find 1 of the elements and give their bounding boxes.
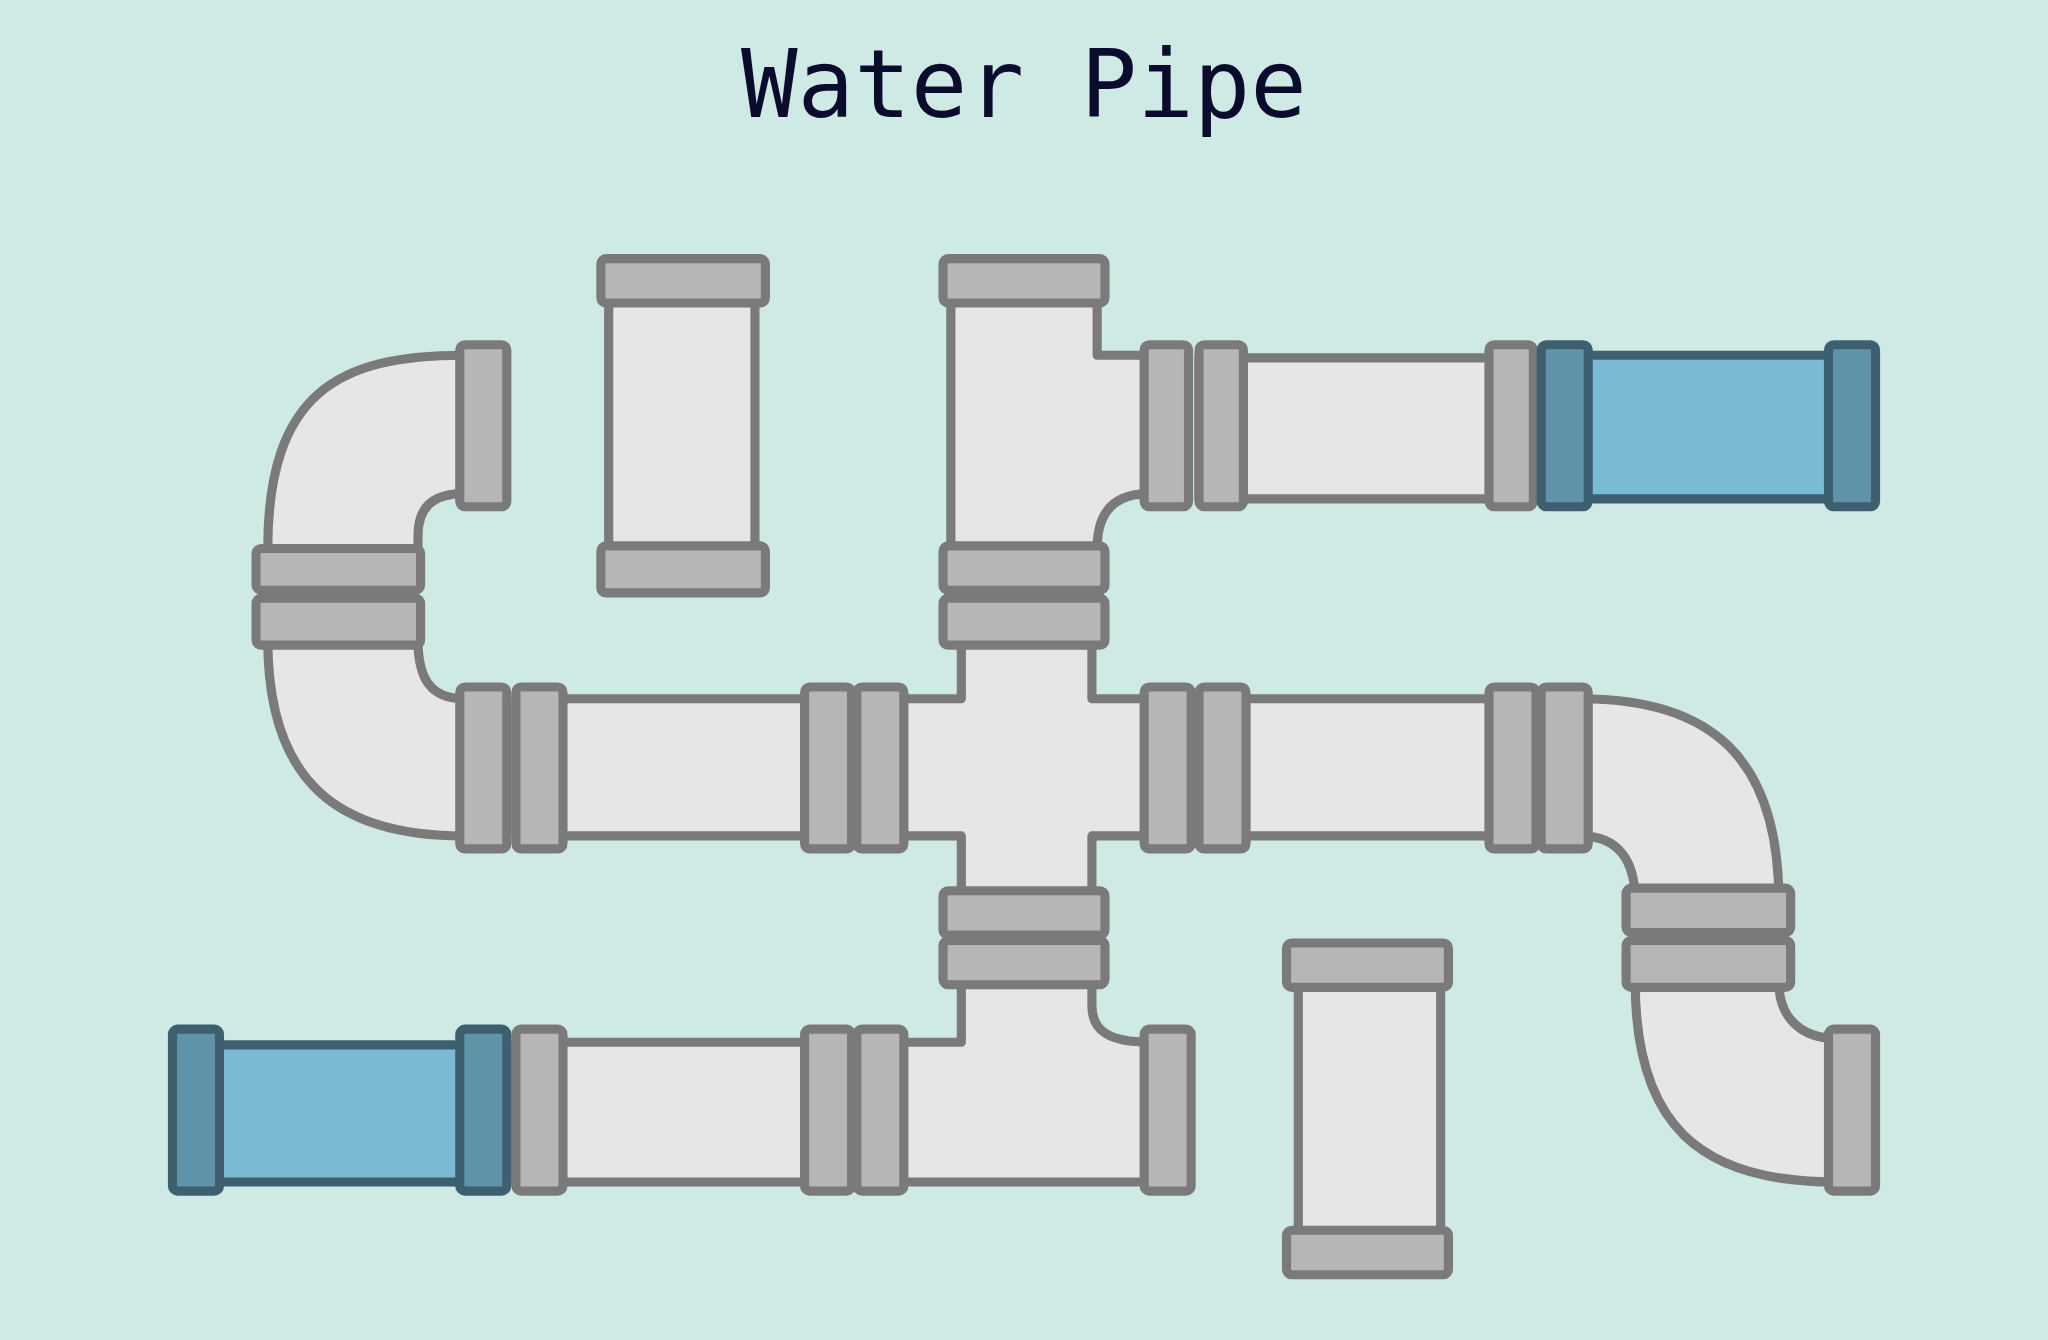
title: Water Pipe <box>741 30 1307 139</box>
